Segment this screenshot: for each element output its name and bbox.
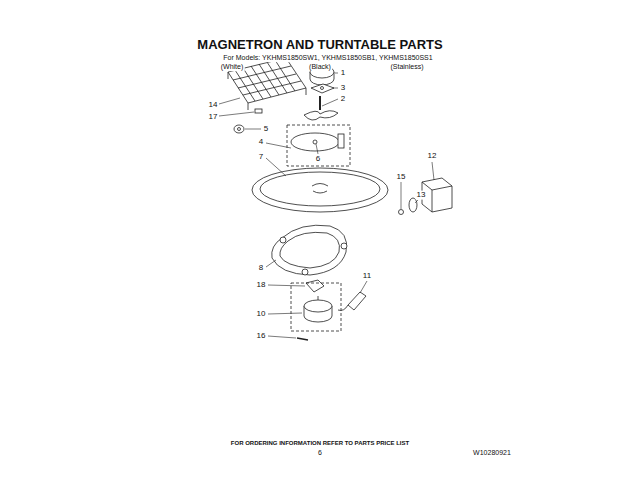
callout-number: 15 <box>396 173 407 182</box>
roller-wheel <box>280 237 286 243</box>
magnetron-edge <box>432 190 433 212</box>
clip <box>255 109 262 113</box>
roller-wheel <box>341 243 347 249</box>
dashed-group-box <box>287 125 350 166</box>
rack-wire <box>238 74 296 88</box>
leader-line <box>360 281 367 293</box>
screw <box>399 210 404 215</box>
leader-line <box>432 162 434 180</box>
leader-line <box>219 112 254 116</box>
plate-hole <box>321 87 324 90</box>
magnetron-edge <box>432 186 452 190</box>
support-disk <box>291 133 339 151</box>
leader-line <box>268 313 302 314</box>
rack-leg <box>306 88 307 95</box>
roller-ring-inner <box>280 232 340 268</box>
motor-top <box>304 300 332 312</box>
roller-wheel <box>302 269 308 275</box>
document-number: W10280921 <box>472 449 512 457</box>
leader-line <box>333 88 338 89</box>
callout-number: 12 <box>427 152 438 161</box>
rack-wire <box>243 81 301 95</box>
coupler <box>306 280 324 292</box>
tray-hub <box>312 184 328 187</box>
callout-number: 2 <box>340 95 346 104</box>
leader-lines <box>219 73 434 338</box>
turntable-tray <box>252 168 388 212</box>
rack-leg <box>248 103 249 110</box>
callout-number: 4 <box>258 138 264 147</box>
callout-number: 16 <box>256 332 267 341</box>
dashed-group-box <box>291 283 341 331</box>
footer-note: FOR ORDERING INFORMATION REFER TO PARTS … <box>230 440 410 447</box>
diagram-title: MAGNETRON AND TURNTABLE PARTS <box>197 38 442 52</box>
tray-rim <box>260 172 380 206</box>
magnetron <box>422 178 452 212</box>
callout-number: 5 <box>263 125 269 134</box>
harness-wire <box>338 305 348 310</box>
wire-harness <box>348 292 366 310</box>
leader-line <box>335 73 338 74</box>
leader-line <box>415 200 418 203</box>
callout-number: 14 <box>208 101 219 110</box>
leader-line <box>245 129 261 130</box>
model-color: (Black) <box>308 63 332 71</box>
leader-line <box>219 98 240 104</box>
callout-number: 1 <box>340 69 346 78</box>
callout-number: 18 <box>256 281 267 290</box>
rack-leg <box>228 72 229 79</box>
leader-line <box>266 143 291 148</box>
leader-line <box>316 144 318 154</box>
tray-hub <box>313 191 327 193</box>
parts-drawing <box>228 58 452 340</box>
leader-line <box>266 260 276 267</box>
motor-shaft <box>318 296 319 300</box>
screw <box>297 338 308 340</box>
callout-number: 13 <box>416 191 427 200</box>
leader-line <box>266 158 286 176</box>
leader-line <box>322 99 338 106</box>
support-hub <box>313 140 317 144</box>
knob <box>234 125 244 133</box>
callout-number: 8 <box>258 264 264 273</box>
plate <box>311 84 334 93</box>
model-list: For Models: YKHMS1850SW1, YKHMS1850SB1, … <box>222 54 433 62</box>
leader-line <box>268 285 305 286</box>
model-color: (Stainless) <box>389 63 424 71</box>
callout-number: 6 <box>315 155 321 164</box>
callout-number: 11 <box>362 272 372 281</box>
callout-number: 7 <box>258 153 264 162</box>
magnetron-edge <box>422 182 432 190</box>
leader-line <box>401 182 402 209</box>
roller-ring <box>272 225 347 275</box>
stirrer-blade <box>304 111 338 120</box>
callout-number: 17 <box>208 113 219 122</box>
leader-line <box>268 336 296 338</box>
bracket <box>338 134 344 148</box>
model-color: (White) <box>220 63 245 71</box>
callout-number: 3 <box>340 84 346 93</box>
knob-center <box>238 128 241 131</box>
page-number: 6 <box>317 449 323 457</box>
callout-number: 10 <box>256 310 267 319</box>
spindle <box>319 96 321 110</box>
rack-wire <box>235 70 255 101</box>
gasket <box>409 198 417 212</box>
